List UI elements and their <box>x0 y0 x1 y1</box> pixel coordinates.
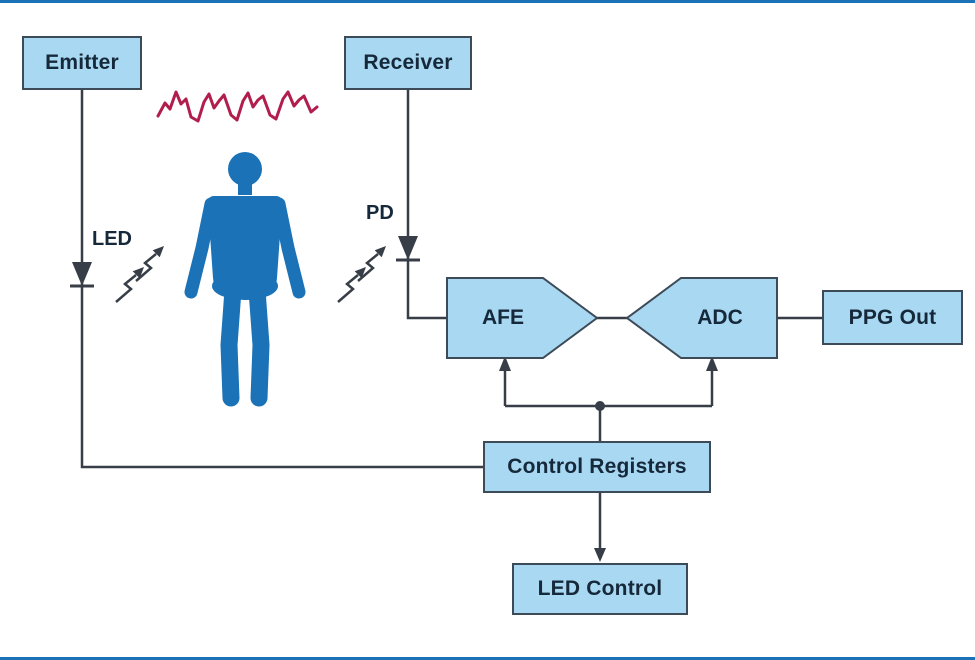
control-registers-label: Control Registers <box>507 455 687 478</box>
receiver-block: Receiver <box>344 36 472 90</box>
ppg-out-block: PPG Out <box>822 290 963 345</box>
light-emission-arrows-icon <box>115 246 164 303</box>
led-control-label: LED Control <box>537 577 663 600</box>
led-diode-icon <box>70 262 94 288</box>
top-rule <box>0 0 975 3</box>
light-detection-arrows-icon <box>337 246 386 303</box>
junction-dot <box>595 401 605 411</box>
ppg-out-label: PPG Out <box>848 305 937 329</box>
control-to-ledcontrol <box>594 493 606 562</box>
control-registers-block: Control Registers <box>483 441 711 493</box>
arrow-to-afe <box>499 356 511 371</box>
arrow-to-adc <box>706 356 718 371</box>
led-control-block: LED Control <box>512 563 688 615</box>
led-label: LED <box>92 228 132 250</box>
arrow-to-led-control <box>594 548 606 562</box>
emitter-label: Emitter <box>45 51 119 74</box>
pd-label: PD <box>366 202 394 224</box>
receiver-label: Receiver <box>363 51 453 74</box>
receiver-to-afe-wire <box>406 90 447 320</box>
afe-block-shape <box>446 277 599 359</box>
adc-block-shape <box>625 277 778 359</box>
photodiode-icon <box>396 236 420 262</box>
human-body-silhouette <box>184 152 306 407</box>
emitter-block: Emitter <box>22 36 142 90</box>
emitter-to-control-wire <box>80 90 483 469</box>
control-bus <box>499 356 718 441</box>
bottom-rule <box>0 657 975 660</box>
ppg-waveform-icon <box>156 90 319 123</box>
